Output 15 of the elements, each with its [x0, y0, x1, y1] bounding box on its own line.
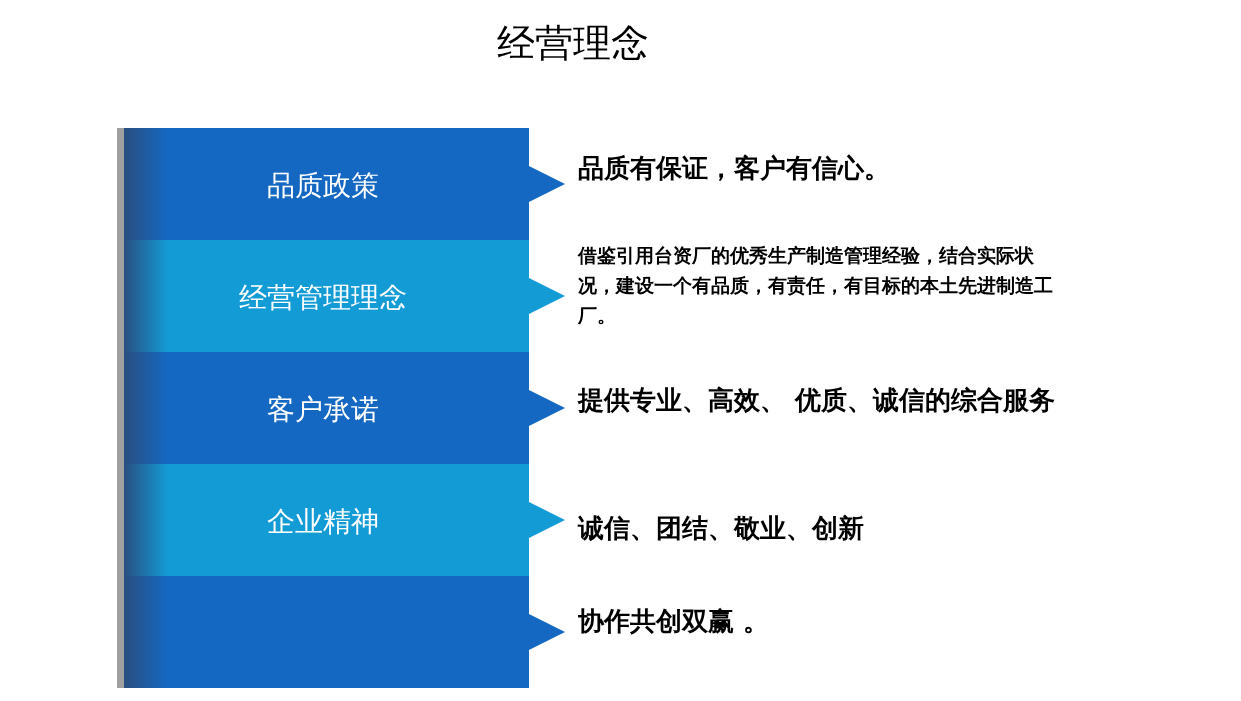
description-text: 提供专业、高效、 优质、诚信的综合服务	[578, 384, 1057, 417]
band-label: 客户承诺	[267, 392, 379, 427]
description-text: 协作共创双赢 。	[578, 605, 771, 638]
banner-shape	[117, 128, 565, 240]
banner-shape	[117, 240, 565, 352]
band-label: 企业精神	[267, 504, 379, 539]
description-text: 品质有保证，客户有信心。	[578, 152, 891, 185]
banner-shape	[117, 464, 565, 576]
description-text: 借鉴引用台资厂的优秀生产制造管理经验，结合实际状况，建设一个有品质，有责任，有目标的本土先进制造工厂。	[578, 243, 1054, 328]
banner-shape	[117, 576, 565, 688]
banner-shape	[117, 352, 565, 464]
title: 经营理念	[496, 20, 650, 67]
band-label: 品质政策	[267, 168, 379, 203]
description-text: 诚信、团结、敬业、创新	[578, 512, 865, 545]
band-label: 经营管理理念	[239, 280, 407, 315]
